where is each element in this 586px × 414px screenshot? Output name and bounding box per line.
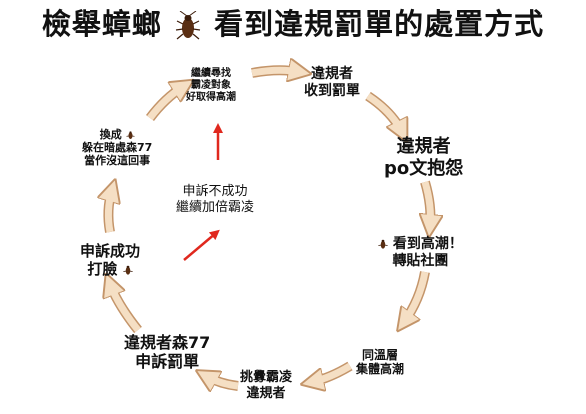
step-7-label: 申訴成功 打臉 — [80, 242, 141, 278]
cockroach-icon — [378, 239, 388, 249]
step-1-label: 違規者 收到罰單 — [304, 66, 360, 99]
title-text-after: 看到違規罰單的處置方式 — [214, 7, 545, 41]
page-title: 檢舉蟑螂 看到違規罰單的處置方式 — [0, 4, 586, 44]
step-2-label: 違規者 po文抱怨 — [384, 136, 464, 179]
cockroach-icon — [126, 131, 135, 139]
step-5-label: 挑釁霸凌 違規者 — [240, 370, 293, 401]
red-arrow-diagonal — [183, 229, 220, 261]
step-9-label: 繼續尋找 霸凌對象 好取得高潮 — [186, 68, 236, 103]
step-6-label: 違規者森77 申訴罰單 — [124, 333, 211, 372]
step-8-label: 換成 躲在暗處森77 當作沒這回事 — [82, 128, 153, 168]
step-4-label: 同溫層 集體高潮 — [356, 348, 405, 377]
title-text-before: 檢舉蟑螂 — [41, 7, 162, 41]
cockroach-icon — [175, 11, 201, 40]
step-3-label: 看到高潮！ 轉貼社團 — [378, 236, 463, 270]
center-label: 申訴不成功 繼續加倍霸凌 — [176, 184, 255, 215]
cockroach-icon — [122, 265, 133, 275]
